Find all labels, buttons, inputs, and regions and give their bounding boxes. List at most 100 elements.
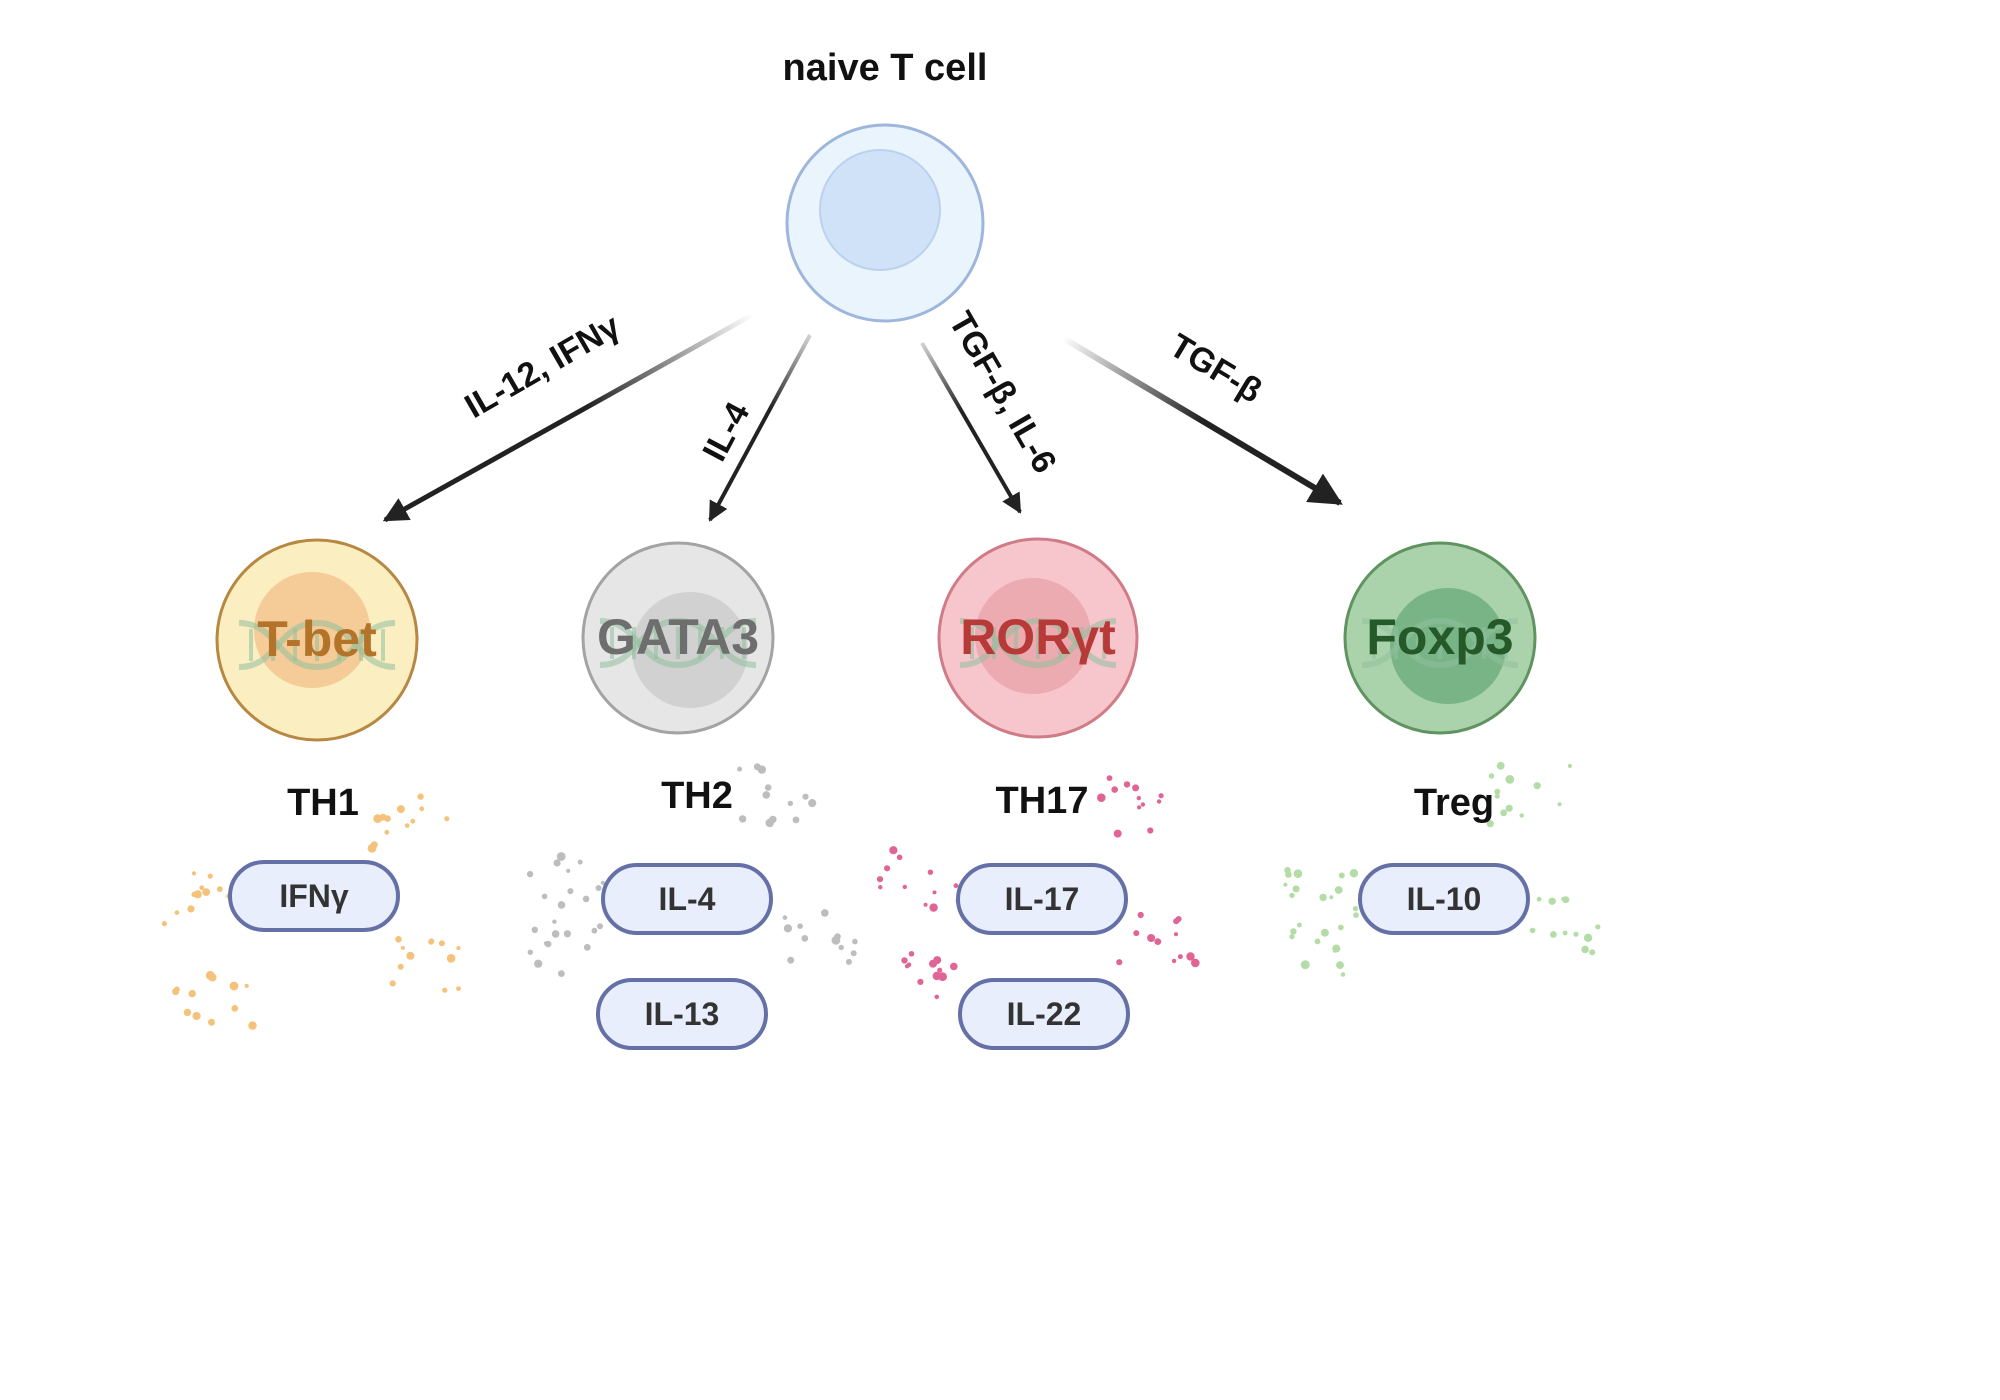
cytokine-dot: [902, 884, 907, 890]
cytokine-dot: [410, 818, 416, 824]
cytokine-dot: [1137, 805, 1142, 810]
cytokine-dot: [764, 784, 772, 791]
cytokine-dot: [1332, 948, 1337, 953]
cytokine-dot: [1289, 892, 1295, 899]
signal-label-th1: IL-12, IFNγ: [459, 307, 627, 426]
cytokine-dot: [1285, 871, 1292, 878]
cytokine-dot: [191, 871, 197, 876]
cytokine-dot: [1488, 773, 1495, 779]
cytokine-dot: [1349, 869, 1359, 878]
cytokine-dot: [244, 983, 249, 989]
cytokine-dot: [543, 941, 549, 946]
cytokine-dot: [787, 800, 794, 807]
cytokine-dot: [527, 949, 533, 955]
cytokine-dot: [1319, 893, 1327, 902]
cytokine-dot: [1329, 895, 1334, 900]
transcription-factor-th2: GATA3: [597, 609, 759, 665]
cytokine-dot: [404, 823, 410, 828]
cytokine-dot: [557, 901, 566, 909]
cytokine-dot: [199, 885, 205, 891]
arrow-to-th2: [708, 334, 812, 522]
cytokine-dot: [889, 846, 898, 855]
cytokine-dot: [419, 806, 425, 812]
cytokine-dots-treg: [1283, 761, 1601, 977]
cytokine-dot: [1156, 799, 1162, 804]
cytokine-dot: [556, 852, 566, 861]
cytokine-dot: [845, 958, 852, 965]
cytokine-dot: [1111, 786, 1118, 793]
cytokine-dot: [400, 945, 405, 950]
cytokine-dot: [1147, 827, 1154, 834]
cytokine-dot: [1595, 924, 1601, 930]
cell-th17: RORγt: [937, 537, 1139, 739]
cytokine-dot: [183, 1008, 192, 1017]
cytokine-dot: [953, 883, 959, 889]
cytokine-dot: [1300, 960, 1310, 970]
dna-helix-icon: [238, 619, 396, 671]
subset-name-th2: TH2: [661, 775, 733, 817]
cytokine-dot: [782, 915, 788, 920]
cytokine-dot: [216, 886, 223, 892]
cytokine-dot: [1500, 809, 1507, 817]
cytokine-dot: [1336, 961, 1344, 969]
cell-nucleus: [975, 578, 1091, 694]
cytokine-dot: [1352, 906, 1359, 912]
cytokine-dot: [1133, 930, 1140, 937]
dna-helix-icon: [599, 617, 757, 669]
cytokine-dot: [1581, 945, 1589, 954]
cytokine-dots-th1: [161, 793, 461, 1030]
cytokine-dot: [932, 890, 937, 895]
cytokine-dot: [1320, 928, 1329, 937]
arrow-to-th17: [920, 341, 1022, 514]
cytokine-dot: [1293, 869, 1303, 878]
cytokine-dot: [1496, 761, 1505, 770]
cytokine-dot: [1175, 916, 1182, 922]
cytokine-dot: [792, 816, 800, 824]
cytokine-dot: [1171, 958, 1177, 964]
cytokine-dot: [801, 935, 809, 942]
cytokine-dot: [762, 791, 771, 799]
cytokine-dot: [1494, 793, 1500, 799]
cytokine-dot: [438, 940, 445, 947]
cytokine-label: IL-13: [645, 996, 720, 1032]
cytokine-dot: [1123, 781, 1131, 788]
cytokine-dot: [1132, 784, 1140, 792]
cytokine-dot: [396, 805, 405, 814]
cytokine-dot: [1337, 924, 1344, 931]
cytokine-dot: [428, 938, 434, 945]
cell-th2: GATA3: [581, 541, 775, 735]
cytokine-dot: [934, 994, 940, 1000]
cytokine-dot: [1550, 931, 1557, 938]
cytokine-dot: [821, 909, 829, 917]
cytokine-dot: [1353, 912, 1359, 918]
cytokine-pill: IFNγ: [228, 860, 400, 932]
cytokine-dot: [1486, 820, 1494, 828]
cytokine-dot: [591, 927, 598, 934]
transcription-factor-th1: T-bet: [257, 611, 377, 667]
cytokine-dot: [1173, 932, 1179, 937]
cytokine-dot: [884, 865, 891, 872]
cytokine-dot: [1505, 775, 1515, 784]
cytokine-dot: [927, 869, 934, 875]
cytokine-dot: [765, 818, 774, 828]
cytokine-dot: [1548, 897, 1556, 905]
cytokine-dot: [229, 981, 239, 991]
cytokine-dot: [417, 793, 424, 800]
cell-treg: Foxp3: [1343, 541, 1537, 735]
cytokine-dot: [852, 938, 858, 945]
cytokine-dot: [932, 971, 941, 981]
cytokine-dot: [446, 954, 456, 963]
cytokine-dot: [1340, 972, 1346, 977]
cytokine-dot: [208, 973, 217, 982]
subsets-layer: T-betTH1IFNγGATA3TH2IL-4IL-13RORγtTH17IL…: [161, 537, 1601, 1050]
arrow-to-treg: [1061, 335, 1343, 506]
cytokine-dot: [937, 967, 943, 973]
subset-name-th17: TH17: [996, 780, 1089, 822]
transcription-factor-treg: Foxp3: [1366, 609, 1513, 665]
naive-t-cell: [785, 123, 985, 323]
cytokine-dot: [406, 951, 415, 960]
